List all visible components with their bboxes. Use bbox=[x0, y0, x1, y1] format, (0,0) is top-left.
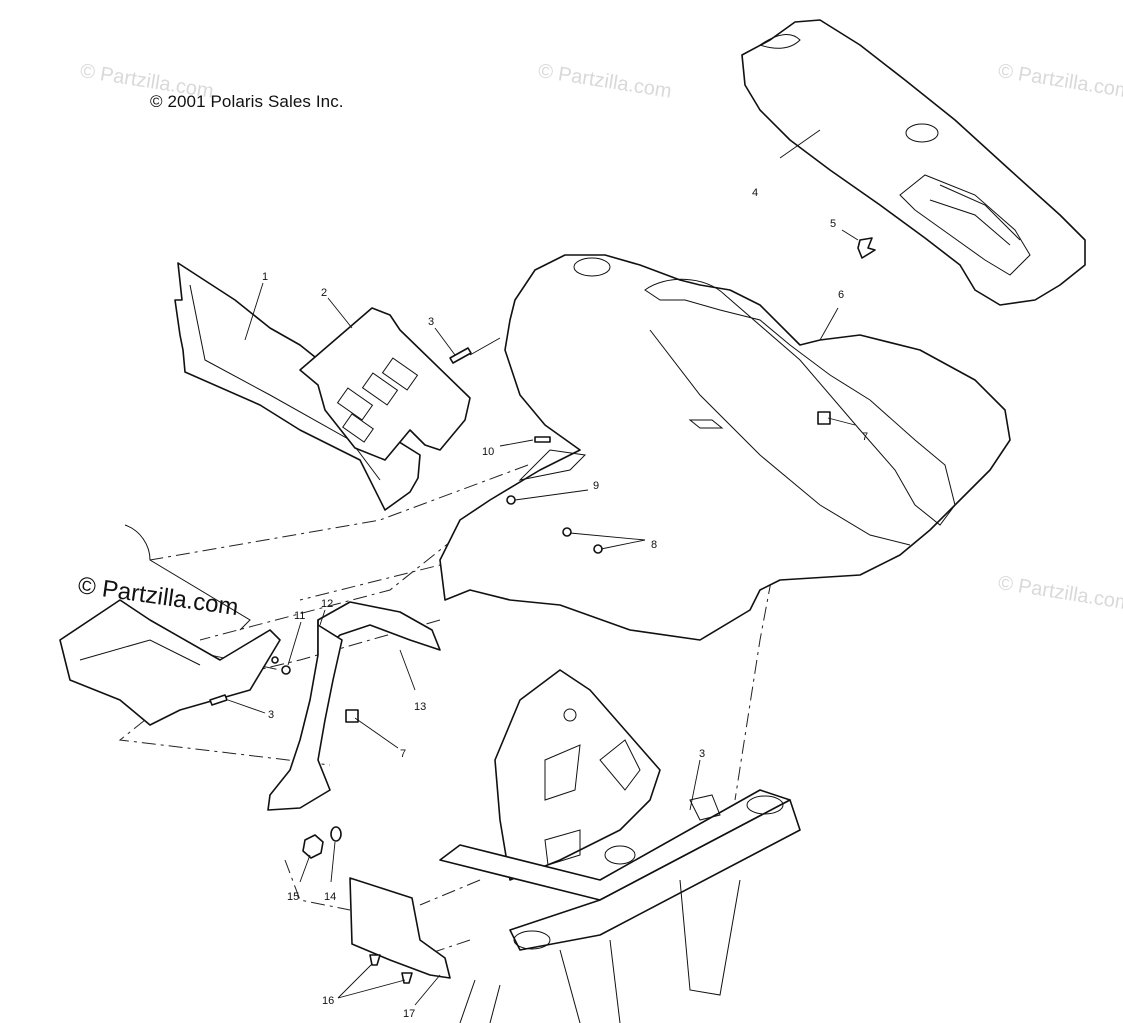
part-2-footwell[interactable] bbox=[299, 307, 471, 461]
callout-10: 10 bbox=[482, 446, 494, 458]
leader-lines bbox=[227, 129, 859, 1006]
part-15-nut[interactable] bbox=[302, 834, 324, 859]
part-7-clip-lower[interactable] bbox=[345, 709, 359, 723]
callout-1: 1 bbox=[262, 271, 268, 283]
part-7-clip-upper[interactable] bbox=[817, 411, 831, 425]
part-5-clip[interactable] bbox=[857, 237, 876, 259]
part-14-washer[interactable] bbox=[330, 826, 342, 842]
part-12-flap[interactable] bbox=[267, 619, 343, 811]
footrest-left[interactable] bbox=[59, 599, 281, 726]
part-4-seat[interactable] bbox=[741, 19, 1086, 306]
part-3-screw-upper[interactable] bbox=[449, 347, 472, 364]
part-8-nut-a[interactable] bbox=[562, 527, 572, 537]
callout-13: 13 bbox=[414, 701, 426, 713]
frame-assembly bbox=[439, 669, 801, 1023]
callout-5: 5 bbox=[830, 218, 836, 230]
callout-3-left: 3 bbox=[268, 709, 274, 721]
callout-17: 17 bbox=[403, 1008, 415, 1020]
callout-4: 4 bbox=[752, 187, 758, 199]
copyright-text: © 2001 Polaris Sales Inc. bbox=[150, 92, 344, 111]
callout-3-frame: 3 bbox=[699, 748, 705, 760]
callout-16: 16 bbox=[322, 995, 334, 1007]
callout-7-upper: 7 bbox=[862, 431, 868, 443]
part-8-nut-b[interactable] bbox=[593, 544, 603, 554]
callouts: 1 2 3 4 5 6 7 10 9 8 12 11 13 3 7 3 15 1… bbox=[262, 187, 868, 1020]
callout-9: 9 bbox=[593, 480, 599, 492]
callout-3-upper: 3 bbox=[428, 316, 434, 328]
callout-8: 8 bbox=[651, 539, 657, 551]
part-3-screw-left[interactable] bbox=[209, 694, 228, 706]
callout-7-lower: 7 bbox=[400, 748, 406, 760]
part-10-screw[interactable] bbox=[534, 436, 551, 443]
callout-12: 12 bbox=[321, 598, 333, 610]
part-16-rivet-a[interactable] bbox=[369, 954, 381, 966]
part-16-rivet-b[interactable] bbox=[401, 972, 413, 984]
callout-14: 14 bbox=[324, 891, 336, 903]
part-11-nut[interactable] bbox=[281, 665, 291, 675]
part-17-mud-guard[interactable] bbox=[349, 877, 451, 979]
callout-11: 11 bbox=[294, 610, 305, 622]
callout-15: 15 bbox=[287, 891, 299, 903]
callout-6: 6 bbox=[838, 289, 844, 301]
callout-2: 2 bbox=[321, 287, 327, 299]
part-11-washer[interactable] bbox=[271, 656, 279, 664]
part-9-nut[interactable] bbox=[506, 495, 516, 505]
